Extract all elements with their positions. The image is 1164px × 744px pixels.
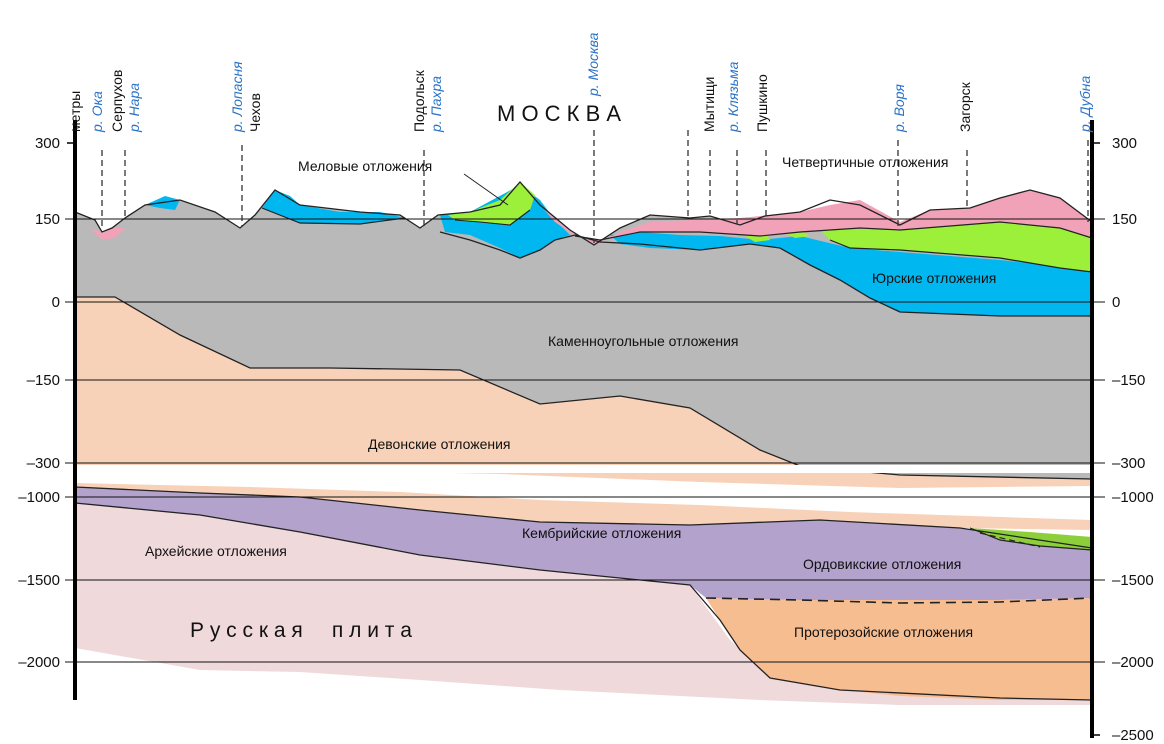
city-moskva-label: М О С К В А — [497, 101, 621, 126]
river-oka: р. Ока — [89, 91, 105, 133]
river-nara: р. Нара — [126, 83, 142, 133]
right-tick-minus150: –150 — [1112, 372, 1145, 389]
river-dubna: р. Дубна — [1077, 76, 1093, 133]
city-pushkino: Пушкино — [754, 74, 770, 132]
place-labels: метры р. Ока Серпухов р. Нара р. Лопасня… — [67, 32, 1093, 133]
grid-lines — [65, 218, 1105, 663]
label-devonian: Девонские отложения — [368, 436, 511, 452]
label-ordovician: Ордовикские отложения — [803, 556, 961, 572]
city-podolsk: Подольск — [411, 69, 427, 132]
left-tick-0: 0 — [52, 294, 60, 311]
river-lopasnya: р. Лопасня — [229, 61, 245, 133]
left-tick-minus150: –150 — [27, 372, 60, 389]
right-tick-150: 150 — [1112, 211, 1137, 228]
left-tick-minus2000: –2000 — [18, 654, 60, 671]
city-mytishchi: Мытищи — [701, 77, 717, 132]
label-archean: Архейские отложения — [145, 543, 287, 559]
devonian-layer — [75, 297, 1092, 488]
left-tick-150: 150 — [35, 211, 60, 228]
label-quaternary: Четвертичные отложения — [782, 154, 948, 170]
ground-surface — [74, 181, 1093, 246]
quaternary-layer-2 — [540, 190, 1092, 245]
jurassic-layer-4 — [610, 232, 1092, 316]
river-vorya: р. Воря — [891, 84, 907, 133]
label-cretaceous: Меловые отложения — [298, 158, 432, 174]
left-tick-minus300: –300 — [27, 455, 60, 472]
units-label: метры — [67, 91, 83, 132]
river-moskva: р. Москва — [585, 32, 601, 97]
label-proterozoic: Протерозойские отложения — [794, 624, 973, 640]
archean-layer — [75, 500, 1092, 744]
label-jurassic: Юрские отложения — [872, 270, 996, 286]
city-zagorsk: Загорск — [957, 81, 973, 132]
location-markers — [101, 130, 1089, 243]
river-pakhra: р. Пахра — [428, 76, 444, 133]
right-tick-minus300: –300 — [1112, 455, 1145, 472]
deep-devonian-band — [75, 483, 1092, 530]
right-tick-0: 0 — [1112, 294, 1120, 311]
right-tick-minus1500: –1500 — [1112, 572, 1154, 589]
right-tick-300: 300 — [1112, 135, 1137, 152]
right-tick-minus2500: –2500 — [1112, 727, 1154, 744]
city-serpukhov: Серпухов — [109, 70, 125, 132]
city-chekhov: Чехов — [247, 93, 263, 132]
jurassic-layer-2 — [262, 190, 405, 224]
layer-labels: Меловые отложения Четвертичные отложения… — [145, 154, 996, 642]
quaternary-layer — [90, 228, 125, 240]
label-cambrian: Кембрийские отложения — [522, 525, 681, 541]
proterozoic-layer — [706, 598, 1092, 700]
label-carboniferous: Каменноугольные отложения — [548, 333, 738, 349]
left-tick-minus1500: –1500 — [18, 572, 60, 589]
left-tick-minus1000: –1000 — [18, 489, 60, 506]
cambrian-layer — [75, 487, 1092, 600]
left-tick-300: 300 — [35, 135, 60, 152]
right-tick-minus2000: –2000 — [1112, 654, 1154, 671]
label-russian-plate: Р у с с к а я п л и т а — [190, 619, 412, 642]
cretaceous-layer — [448, 182, 535, 225]
cretaceous-layer-4 — [820, 222, 1092, 272]
right-tick-minus1000: –1000 — [1112, 489, 1154, 506]
left-tick-labels: 300 150 0 –150 –300 –1000 –1500 –2000 — [18, 135, 75, 671]
river-klyazma: р. Клязьма — [725, 61, 741, 133]
right-tick-labels: 300 150 0 –150 –300 –1000 –1500 –2000 –2… — [1092, 135, 1154, 744]
